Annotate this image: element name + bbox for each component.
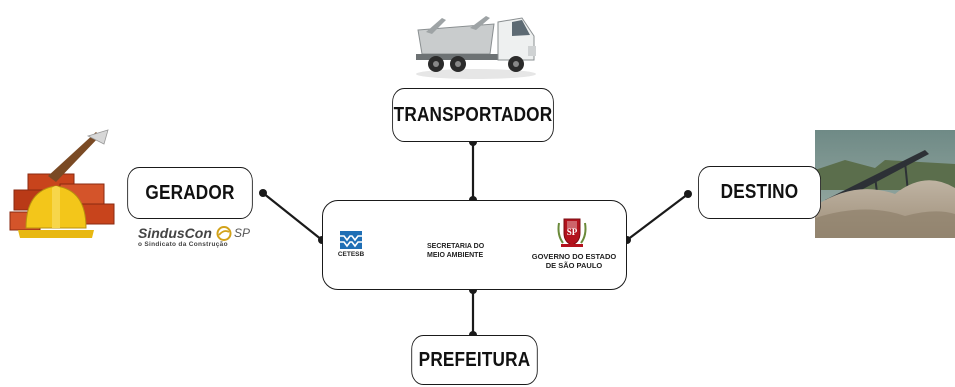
sinduscon-tagline: o Sindicato da Construção <box>138 241 228 248</box>
dot <box>259 189 267 197</box>
line-gerador <box>262 192 323 241</box>
transportador-label: TRANSPORTADOR <box>393 103 553 126</box>
bricks-helmet-icon <box>9 129 115 238</box>
destino-label: DESTINO <box>720 181 799 203</box>
cetesb-logo-icon <box>340 231 362 249</box>
sinduscon-emblem-icon <box>216 226 232 241</box>
gravel-pile-photo <box>815 130 955 238</box>
gerador-label: GERADOR <box>145 181 235 204</box>
dot <box>684 190 692 198</box>
prefeitura-label: PREFEITURA <box>418 348 531 371</box>
line-destino <box>626 193 689 241</box>
central-agencies-box: CETESB SECRETARIA DO MEIO AMBIENTE SP GO… <box>322 200 627 290</box>
cetesb-label: CETESB <box>337 251 365 258</box>
transportador-node: TRANSPORTADOR <box>392 88 554 142</box>
truck-icon <box>416 16 536 79</box>
secretaria-line2: MEIO AMBIENTE <box>427 252 484 259</box>
secretaria-line1: SECRETARIA DO <box>427 243 485 250</box>
destino-node: DESTINO <box>698 166 821 219</box>
prefeitura-node: PREFEITURA <box>411 335 538 385</box>
sinduscon-name: SindusCon <box>138 225 212 241</box>
governo-label: GOVERNO DO ESTADO DE SÃO PAULO <box>528 252 620 270</box>
sinduscon-suffix: SP <box>234 226 251 240</box>
sinduscon-logo: SindusCon SP o Sindicato da Construção <box>138 225 258 253</box>
secretaria-label: SECRETARIA DO MEIO AMBIENTE <box>427 242 484 260</box>
gerador-node: GERADOR <box>127 167 253 219</box>
governo-line1: GOVERNO DO ESTADO <box>531 252 617 261</box>
sp-coat-of-arms-icon: SP <box>557 218 587 247</box>
sp-seal-text: SP <box>567 227 578 237</box>
governo-line2: DE SÃO PAULO <box>545 261 603 270</box>
